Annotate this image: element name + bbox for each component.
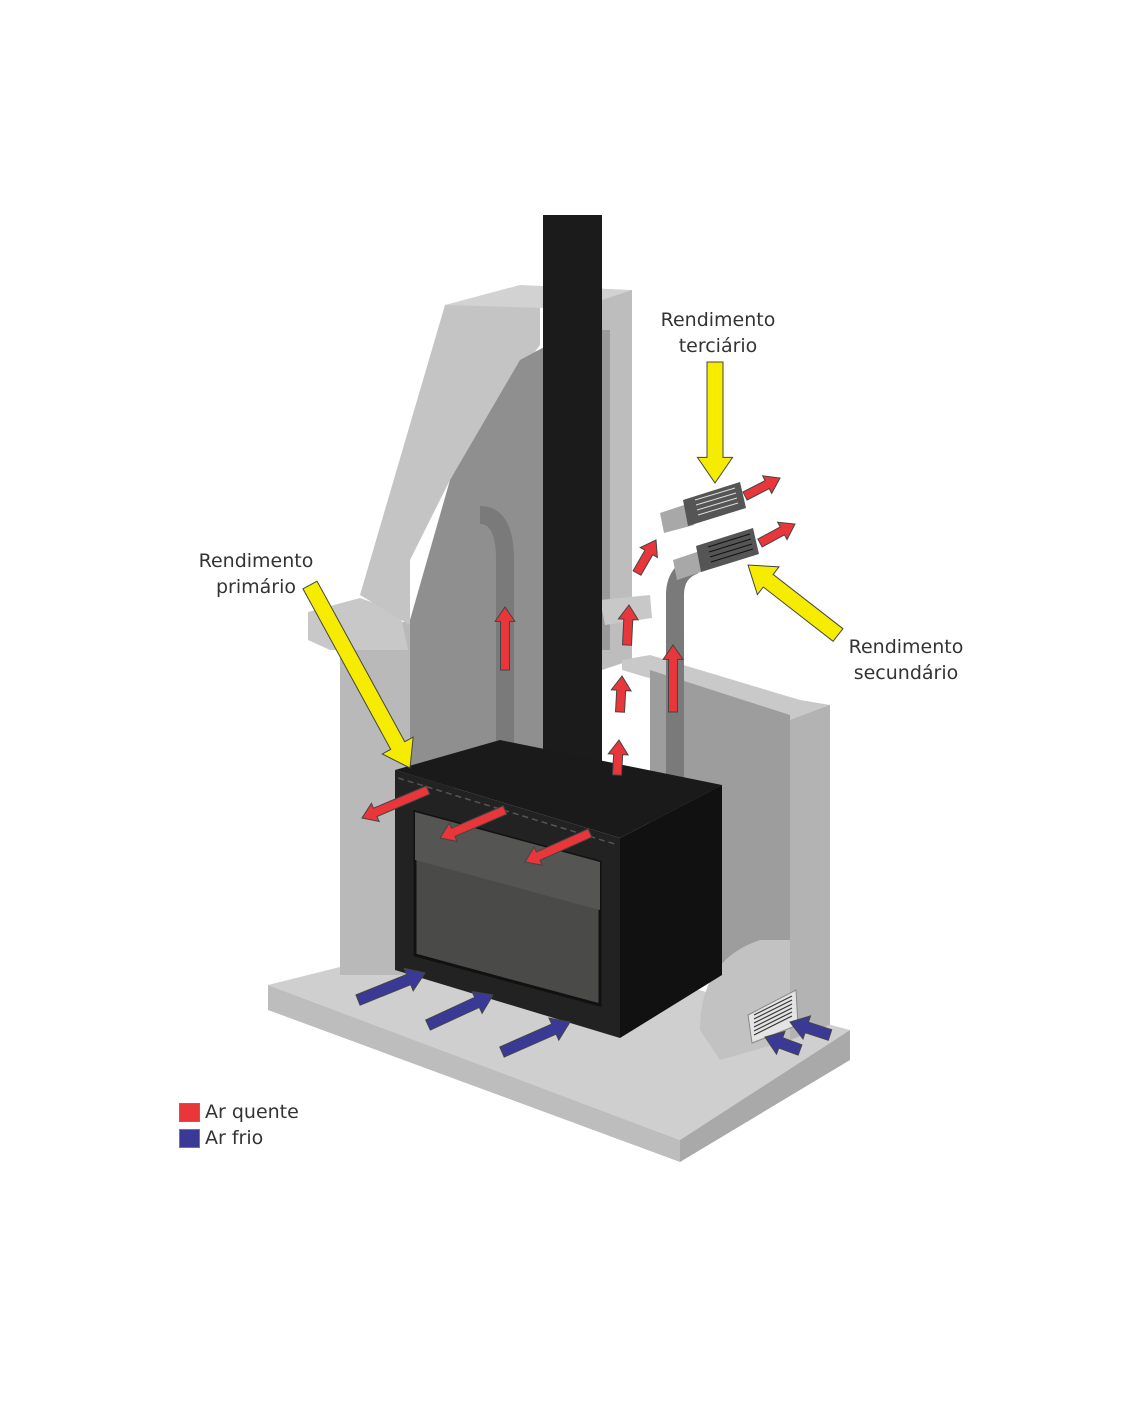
tertiary-air-outlet — [660, 482, 746, 533]
legend: Ar quente Ar frio — [179, 1099, 299, 1151]
hot-air-arrow — [524, 828, 593, 866]
hot-air-arrow — [607, 739, 629, 776]
hot-air-arrow — [632, 539, 658, 576]
label-line: Rendimento — [848, 636, 964, 658]
legend-label: Ar quente — [205, 1101, 299, 1123]
label-line: secundário — [853, 662, 959, 684]
hot-air-arrow — [757, 521, 796, 548]
label-line: terciário — [678, 335, 758, 357]
hot-air-arrow — [662, 644, 684, 713]
secondary-air-outlet — [673, 528, 759, 580]
flue-pipe — [543, 215, 602, 795]
cold-air-arrow — [764, 1030, 803, 1056]
cold-air-arrow — [789, 1015, 833, 1041]
hot-air-arrow — [742, 475, 781, 501]
primary-yield-arrow — [302, 580, 414, 769]
label-tertiary-yield: Rendimento terciário — [648, 307, 788, 359]
tertiary-yield-arrow — [696, 361, 734, 484]
label-line: primário — [215, 576, 297, 598]
label-line: Rendimento — [198, 550, 314, 572]
label-secondary-yield: Rendimento secundário — [836, 634, 976, 686]
legend-item-cold-air: Ar frio — [179, 1125, 299, 1151]
hot-air-arrow — [361, 785, 431, 823]
hot-air-arrow — [494, 606, 516, 671]
hot-air-swatch — [179, 1102, 200, 1122]
legend-item-hot-air: Ar quente — [179, 1099, 299, 1125]
cold-air-arrow — [425, 990, 494, 1031]
label-line: Rendimento — [660, 309, 776, 331]
secondary-yield-arrow — [747, 564, 844, 643]
hot-air-arrow — [610, 675, 633, 713]
legend-label: Ar frio — [205, 1127, 264, 1149]
hot-air-arrow — [617, 604, 640, 646]
cold-air-swatch — [179, 1128, 200, 1148]
label-primary-yield: Rendimento primário — [186, 548, 326, 600]
cold-air-arrow — [499, 1017, 571, 1058]
cold-air-arrow — [355, 967, 426, 1006]
hot-air-arrow — [439, 805, 508, 843]
